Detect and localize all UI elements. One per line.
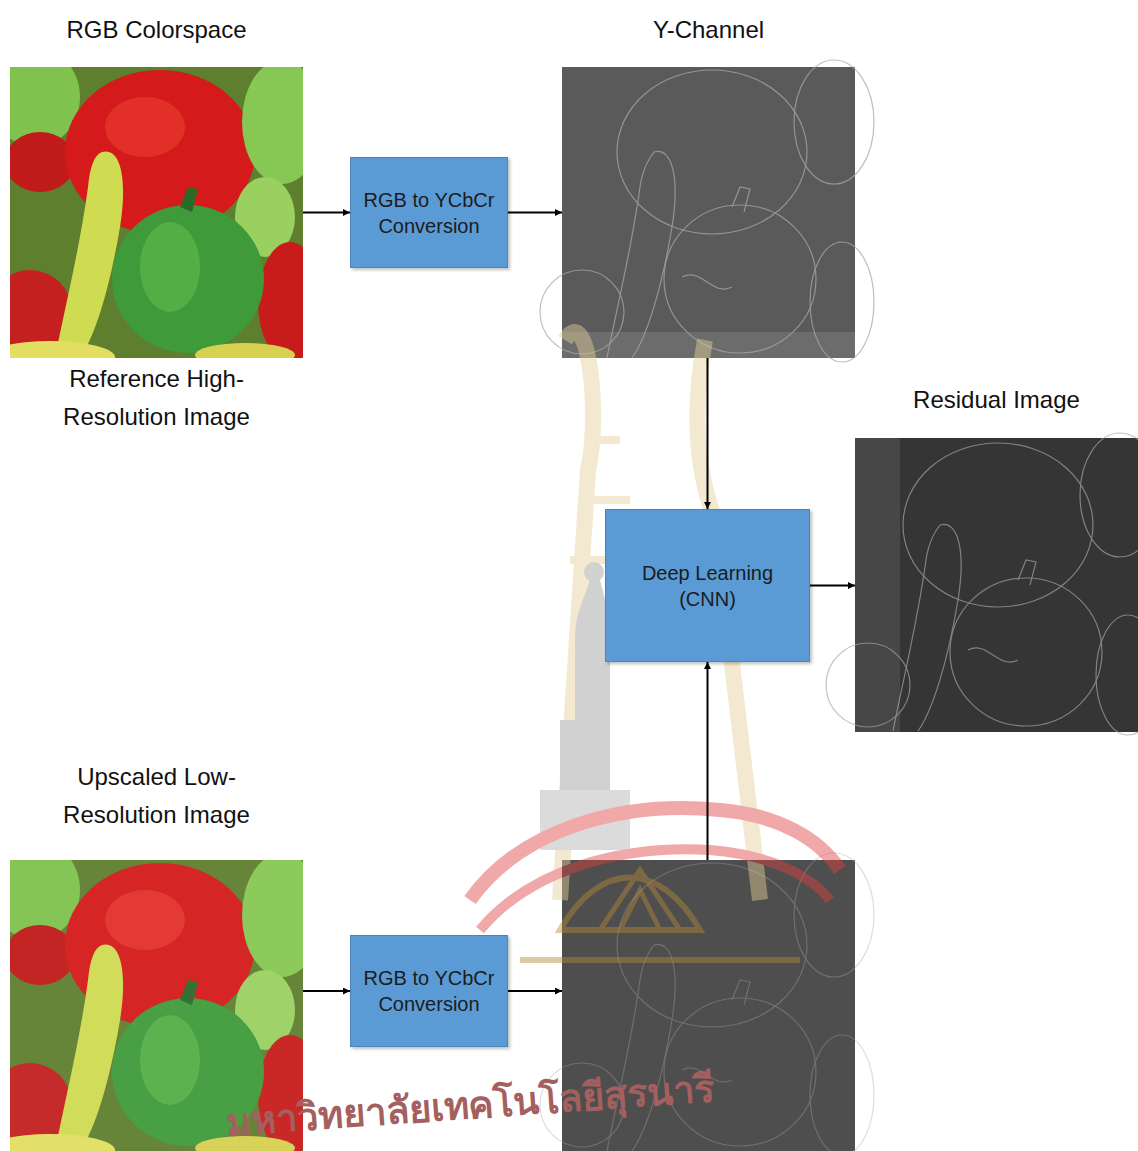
- image-caption: Upscaled Low-Resolution Image: [57, 758, 257, 834]
- watermark-text: มหาวิทยาลัยเทคโนโลยีสุรนารี: [224, 1058, 716, 1151]
- cnn-box: Deep Learning (CNN): [605, 509, 810, 662]
- image-caption: Reference High-Resolution Image: [57, 360, 257, 436]
- flow-arrow: [810, 585, 855, 587]
- process-box: RGB to YCbCr Conversion: [350, 157, 508, 268]
- flow-arrow: [707, 662, 709, 860]
- image-caption: Y-Channel: [609, 11, 809, 49]
- flow-arrow: [707, 358, 709, 509]
- box-label: RGB to YCbCr Conversion: [359, 965, 499, 1017]
- rgb-image: RGB ColorspaceReference High-Resolution …: [10, 67, 303, 358]
- flow-arrow: [303, 212, 350, 214]
- flow-arrow: [303, 990, 350, 992]
- box-label: Deep Learning (CNN): [623, 560, 793, 612]
- flow-arrow: [508, 212, 562, 214]
- image-caption: RGB Colorspace: [57, 11, 257, 49]
- process-box: RGB to YCbCr Conversion: [350, 935, 508, 1047]
- flow-arrow: [508, 990, 562, 992]
- y-channel-image: Y-Channel: [562, 67, 855, 358]
- box-label: RGB to YCbCr Conversion: [359, 187, 499, 239]
- image-caption: Residual Image: [897, 381, 1097, 419]
- residual-image: Residual Image: [855, 438, 1138, 732]
